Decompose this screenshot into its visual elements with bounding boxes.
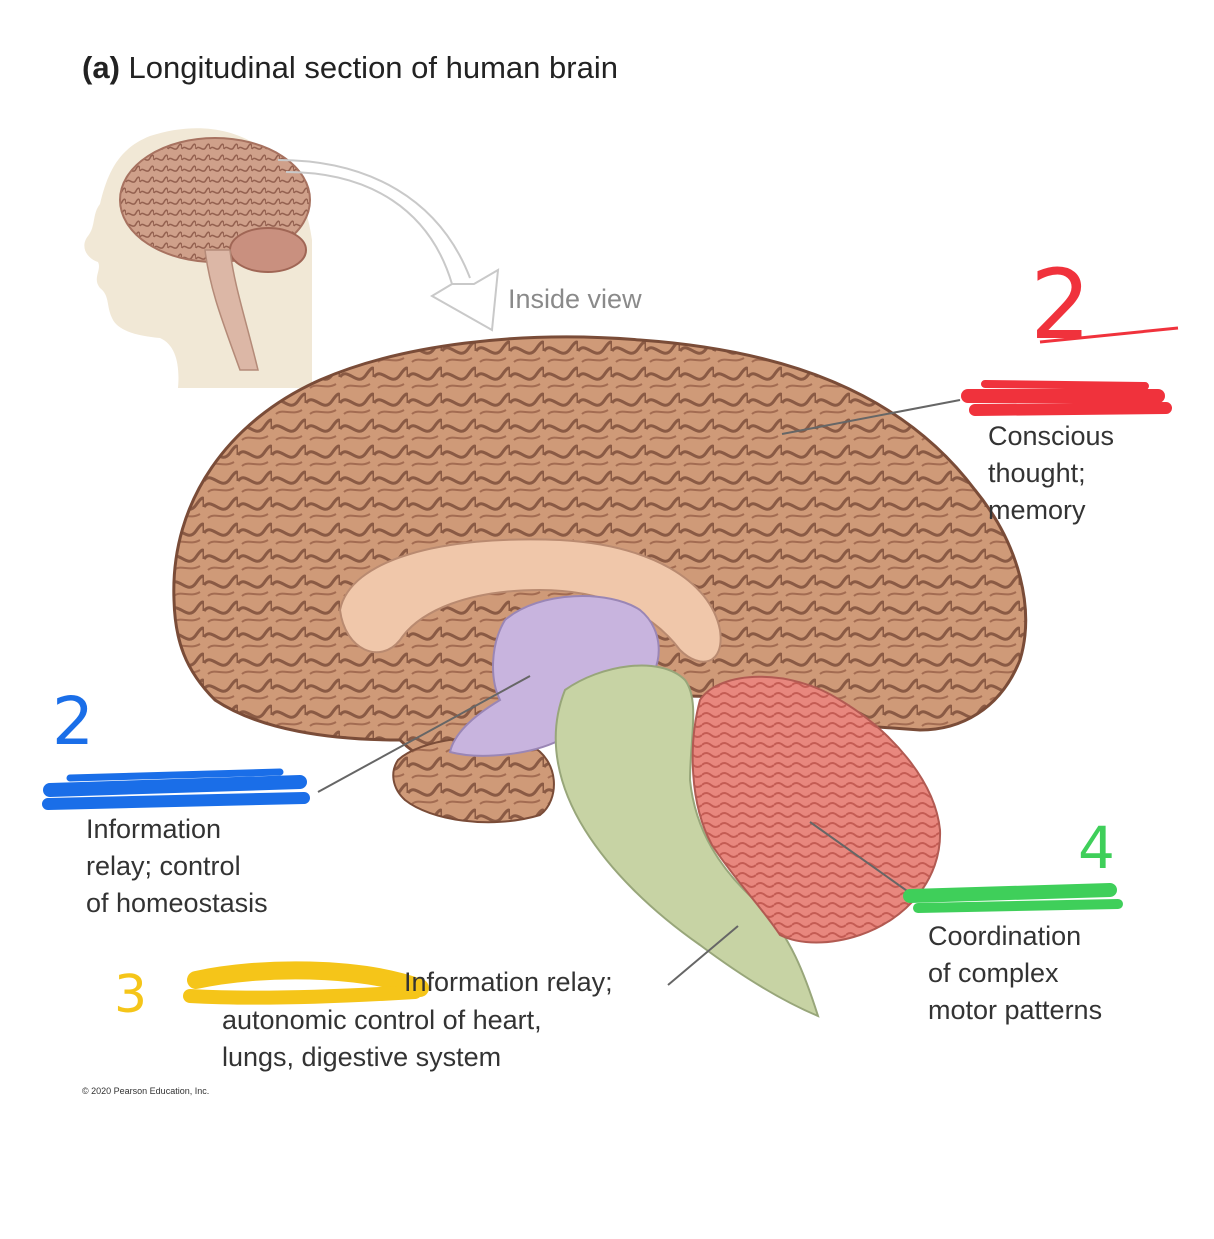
copyright-notice: © 2020 Pearson Education, Inc.: [82, 1086, 210, 1096]
figure-title-text: Longitudinal section of human brain: [128, 50, 618, 85]
yellow-marker-scribble: [183, 961, 429, 1005]
cerebrum-leader-line: [781, 399, 961, 435]
yellow-handwritten-number: 3: [114, 965, 147, 1025]
cerebellum-region: [691, 675, 942, 944]
red-number-underline: [1039, 326, 1179, 344]
corpus-callosum: [338, 538, 722, 663]
cerebellum-function-label: Coordination of complex motor patterns: [928, 921, 1103, 1025]
thalamus-leader-line: [317, 675, 531, 793]
head-silhouette-inset: [84, 128, 312, 388]
brainstem-region: [554, 664, 820, 1018]
blue-handwritten-number: 2: [52, 683, 94, 760]
blue-marker-scribble: [42, 768, 310, 810]
red-handwritten-number: 2: [1030, 249, 1091, 361]
brainstem-function-label-line2: autonomic control of heart, lungs, diges…: [222, 1005, 542, 1072]
inside-view-label: Inside view: [508, 284, 642, 314]
brainstem-function-label-line1: Information relay;: [404, 967, 613, 997]
thalamus-function-label: Information relay; control of homeostasi…: [86, 814, 268, 918]
green-handwritten-number: 4: [1078, 814, 1115, 882]
figure-title: (a) Longitudinal section of human brain: [82, 50, 618, 86]
cerebrum-function-label: Conscious thought; memory: [988, 421, 1115, 525]
inset-cerebellum: [229, 227, 307, 273]
inside-view-arrow: [277, 159, 500, 332]
figure-letter: (a): [82, 50, 120, 85]
cerebellum-leader-line: [809, 821, 911, 894]
inset-spinal-cord: [204, 249, 259, 371]
red-marker-scribble: [961, 380, 1172, 416]
green-marker-scribble: [903, 883, 1123, 913]
leader-lines: [317, 399, 961, 986]
brainstem-leader-line: [667, 925, 739, 986]
